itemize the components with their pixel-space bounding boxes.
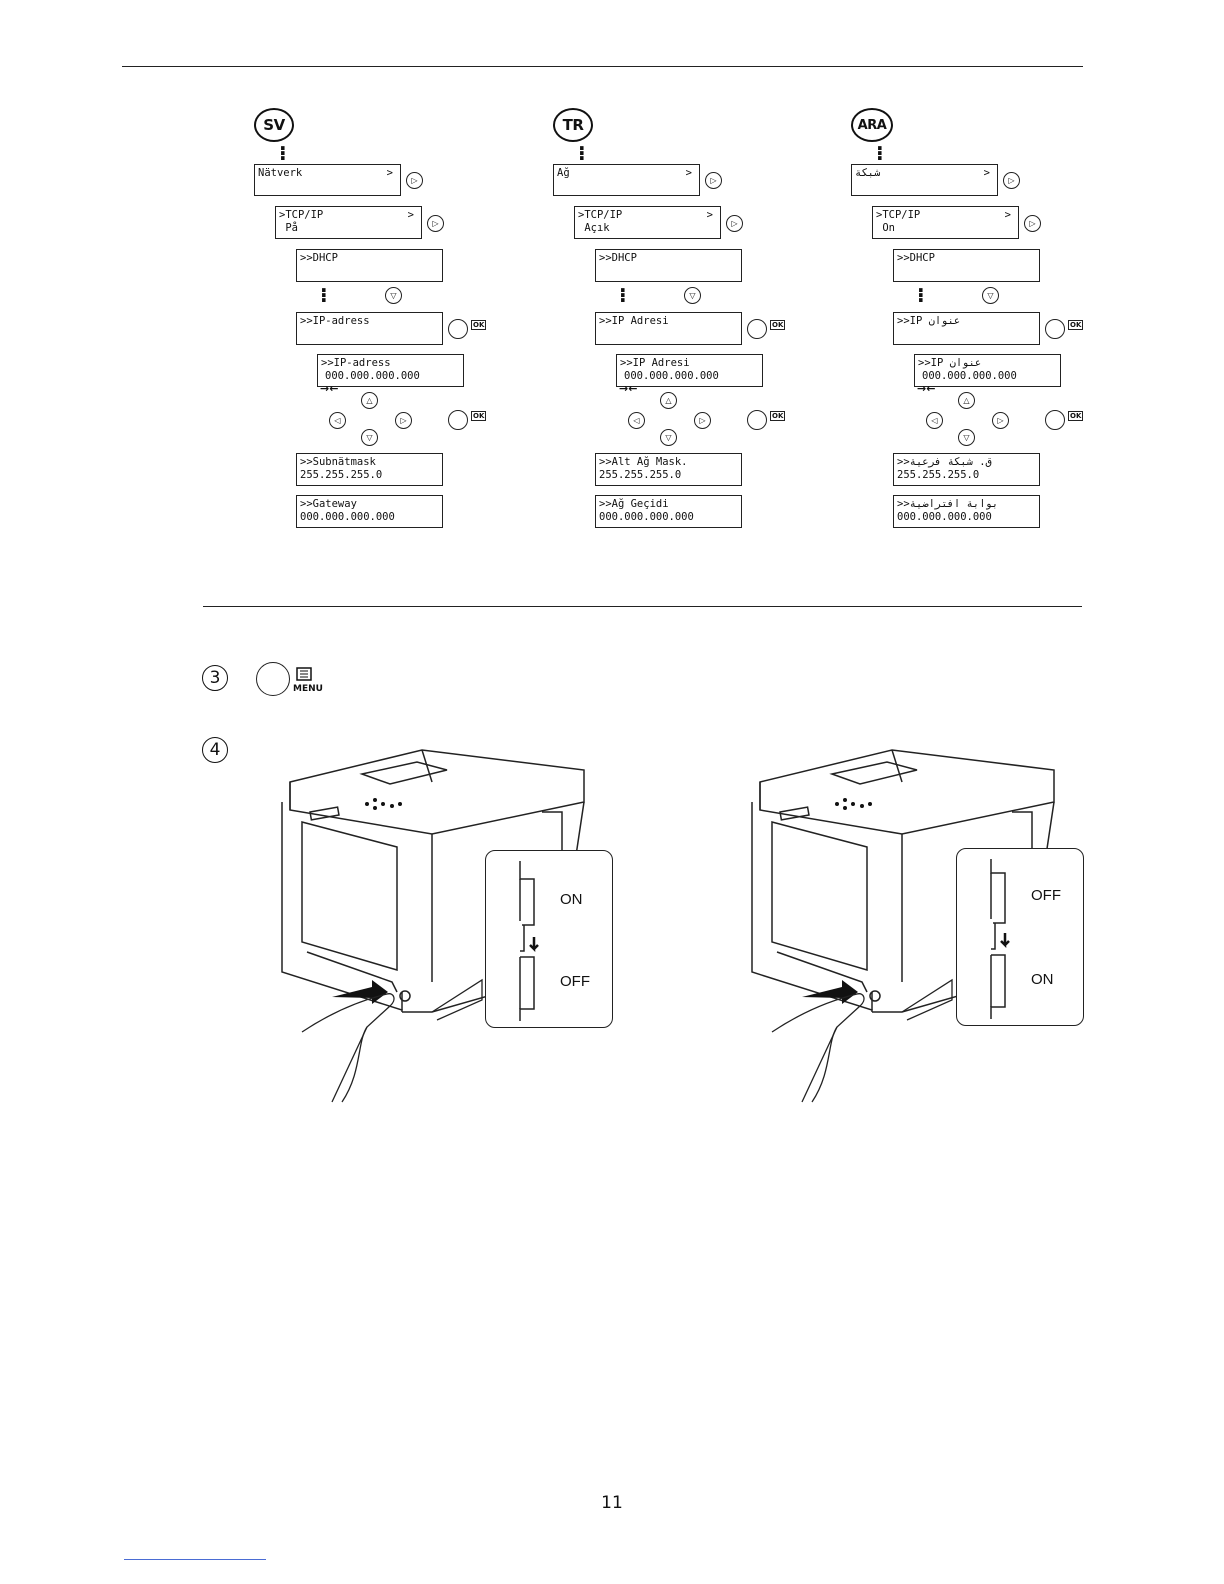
menu-icon xyxy=(296,667,312,681)
lcd-dhcp: >>DHCP xyxy=(296,249,443,282)
lcd-subnet: >>Subnätmask 255.255.255.0 xyxy=(296,453,443,486)
step-number-3: 3 xyxy=(202,665,228,691)
top-rule xyxy=(122,66,1083,67)
ok-button[interactable] xyxy=(448,410,468,430)
lcd-network: Nätverk> xyxy=(254,164,401,196)
right-button-icon[interactable]: ▷ xyxy=(726,215,743,232)
up-button-icon[interactable]: △ xyxy=(660,392,677,409)
right-button-icon[interactable]: ▷ xyxy=(694,412,711,429)
ok-icon: OK xyxy=(770,411,786,421)
left-button-icon[interactable]: ◁ xyxy=(926,412,943,429)
lcd-ip-edit: >>IP عنوان 000.000.000.000 xyxy=(914,354,1061,387)
ok-icon: OK xyxy=(1068,411,1084,421)
section-rule xyxy=(203,606,1082,607)
right-button-icon[interactable]: ▷ xyxy=(1003,172,1020,189)
lcd-ip-edit: >>IP Adresi 000.000.000.000 xyxy=(616,354,763,387)
callout-box-left: ON OFF xyxy=(485,850,613,1028)
lcd-tcpip: >TCP/IP On > xyxy=(872,206,1019,239)
down-button-icon[interactable]: ▽ xyxy=(660,429,677,446)
cursor-arrows-icon: →← xyxy=(320,382,339,395)
lcd-subnet: >>Alt Ağ Mask. 255.255.255.0 xyxy=(595,453,742,486)
menu-label: MENU xyxy=(293,684,323,694)
left-button-icon[interactable]: ◁ xyxy=(628,412,645,429)
ok-icon: OK xyxy=(471,411,487,421)
switch-bottom-label: OFF xyxy=(560,973,590,990)
down-button-icon[interactable]: ▽ xyxy=(958,429,975,446)
lcd-subnet: >>ق. شبكة فرعية 255.255.255.0 xyxy=(893,453,1040,486)
ok-icon: OK xyxy=(1068,320,1084,330)
lcd-ip-edit: >>IP-adress 000.000.000.000 xyxy=(317,354,464,387)
lcd-gateway: >>Ağ Geçidi 000.000.000.000 xyxy=(595,495,742,528)
lcd-gateway: >>Gateway 000.000.000.000 xyxy=(296,495,443,528)
switch-bottom-label: ON xyxy=(1031,971,1054,988)
lcd-dhcp: >>DHCP xyxy=(893,249,1040,282)
up-button-icon[interactable]: △ xyxy=(958,392,975,409)
callout-box-right: OFF ON xyxy=(956,848,1084,1026)
right-button-icon[interactable]: ▷ xyxy=(406,172,423,189)
switch-detail-icon xyxy=(519,861,539,1021)
ellipsis-icon: ··· xyxy=(619,278,627,312)
column-sv: SV ··· Nätverk> ▷ >TCP/IP På > ▷ >>DHCP … xyxy=(254,108,554,538)
lcd-ip-address: >>IP-adress xyxy=(296,312,443,345)
switch-detail-icon xyxy=(990,859,1010,1019)
right-button-icon[interactable]: ▷ xyxy=(395,412,412,429)
down-button-icon[interactable]: ▽ xyxy=(982,287,999,304)
right-button-icon[interactable]: ▷ xyxy=(705,172,722,189)
switch-top-label: ON xyxy=(560,891,583,908)
printer-illustration-left xyxy=(281,749,585,1103)
lcd-network: Ağ> xyxy=(553,164,700,196)
up-button-icon[interactable]: △ xyxy=(361,392,378,409)
ok-icon: OK xyxy=(471,320,487,330)
down-button-icon[interactable]: ▽ xyxy=(361,429,378,446)
lcd-ip-address: >>IP Adresi xyxy=(595,312,742,345)
ok-icon: OK xyxy=(770,320,786,330)
ellipsis-icon: ··· xyxy=(917,278,925,312)
right-button-icon[interactable]: ▷ xyxy=(992,412,1009,429)
lcd-dhcp: >>DHCP xyxy=(595,249,742,282)
lcd-network: شبكة> xyxy=(851,164,998,196)
lcd-ip-address: >>IP عنوان xyxy=(893,312,1040,345)
down-button-icon[interactable]: ▽ xyxy=(684,287,701,304)
right-button-icon[interactable]: ▷ xyxy=(427,215,444,232)
language-badge: SV xyxy=(254,108,294,142)
ok-button[interactable] xyxy=(747,410,767,430)
down-button-icon[interactable]: ▽ xyxy=(385,287,402,304)
lcd-gateway: >>بوابة افتراضية 000.000.000.000 xyxy=(893,495,1040,528)
column-ara: ARA ··· شبكة> ▷ >TCP/IP On > ▷ >>DHCP ··… xyxy=(851,108,1151,538)
menu-button[interactable] xyxy=(256,662,290,696)
right-button-icon[interactable]: ▷ xyxy=(1024,215,1041,232)
ellipsis-icon: ··· xyxy=(578,136,586,170)
ellipsis-icon: ··· xyxy=(320,278,328,312)
ok-button[interactable] xyxy=(747,319,767,339)
ok-button[interactable] xyxy=(448,319,468,339)
page-number: 11 xyxy=(601,1493,623,1513)
cursor-arrows-icon: →← xyxy=(917,382,936,395)
ok-button[interactable] xyxy=(1045,410,1065,430)
column-tr: TR ··· Ağ> ▷ >TCP/IP Açık > ▷ >>DHCP ···… xyxy=(553,108,853,538)
cursor-arrows-icon: →← xyxy=(619,382,638,395)
step-number-4: 4 xyxy=(202,737,228,763)
link-underline xyxy=(124,1559,266,1560)
lcd-tcpip: >TCP/IP På > xyxy=(275,206,422,239)
language-badge: ARA xyxy=(851,108,893,142)
language-badge: TR xyxy=(553,108,593,142)
ellipsis-icon: ··· xyxy=(876,136,884,170)
ok-button[interactable] xyxy=(1045,319,1065,339)
ellipsis-icon: ··· xyxy=(279,136,287,170)
switch-top-label: OFF xyxy=(1031,887,1061,904)
left-button-icon[interactable]: ◁ xyxy=(329,412,346,429)
lcd-tcpip: >TCP/IP Açık > xyxy=(574,206,721,239)
